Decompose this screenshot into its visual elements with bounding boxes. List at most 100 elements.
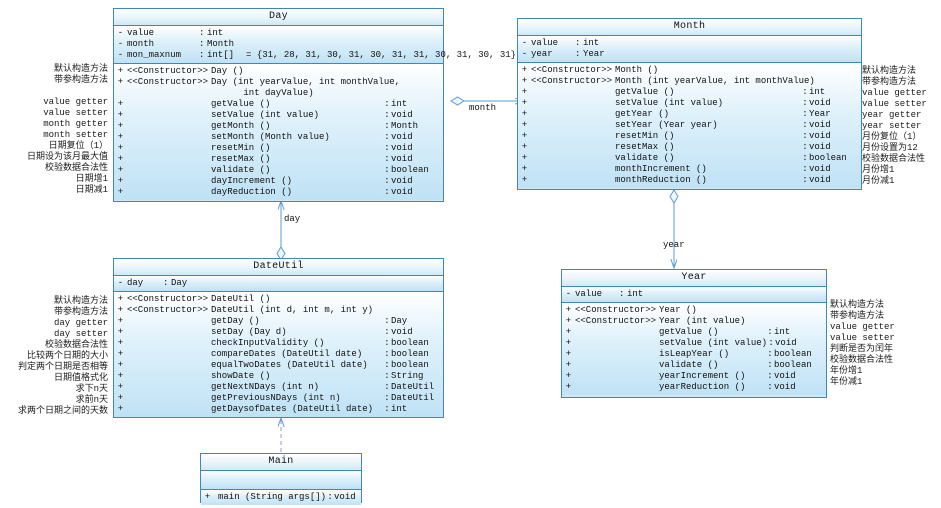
annotation-month-line: 默认构造方法 <box>862 66 917 76</box>
method-row: +setValue (int value):void <box>114 110 443 121</box>
method-signature: setValue (int value) <box>659 338 768 348</box>
method-signature: Day (int yearValue, int monthValue, <box>211 77 401 87</box>
annotation-month-line: 月份增1 <box>862 165 895 175</box>
attribute-visibility: - <box>565 289 572 299</box>
method-signature: getPreviousNDays (int n) <box>211 393 341 403</box>
method-visibility: + <box>117 371 124 381</box>
attribute-colon: : <box>575 38 581 48</box>
method-return-type: int <box>391 99 408 109</box>
method-signature: int dayValue) <box>211 88 314 98</box>
method-colon: : <box>384 187 390 197</box>
method-signature: yearIncrement () <box>659 371 746 381</box>
method-row: int dayValue) <box>114 88 443 99</box>
method-row: +validate ():boolean <box>562 360 826 371</box>
method-visibility: + <box>565 316 572 326</box>
method-signature: DateUtil () <box>211 294 271 304</box>
method-return-type: void <box>809 142 831 152</box>
class-box-month[interactable]: Month -value:int-year:Year +<<Constructo… <box>517 18 862 190</box>
attribute-type: Month <box>207 39 235 49</box>
attribute-row: -value:int <box>562 289 826 300</box>
class-box-day[interactable]: Day -value:int-month:Month-mon_maxnum:in… <box>113 8 516 202</box>
annotation-dateutil-line: 判定两个日期是否相等 <box>17 362 108 372</box>
method-row: +setMonth (Month value):void <box>114 132 443 143</box>
annotation-day-line: 日期设为该月最大值 <box>26 152 108 162</box>
edge-label-day: day <box>284 214 301 224</box>
method-colon: : <box>768 338 774 348</box>
method-row: +monthReduction ():void <box>518 175 861 186</box>
method-signature: monthReduction () <box>615 175 707 185</box>
method-colon: : <box>384 176 390 186</box>
method-visibility: + <box>565 382 572 392</box>
method-return-type: String <box>391 371 424 381</box>
method-row: +<<Constructor>>Month (int yearValue, in… <box>518 76 861 87</box>
method-signature: getYear () <box>615 109 670 119</box>
methods-compartment-year: +<<Constructor>>Year ()+<<Constructor>>Y… <box>562 303 826 395</box>
class-box-dateutil[interactable]: DateUtil -day:Day +<<Constructor>>DateUt… <box>113 258 444 418</box>
method-return-type: boolean <box>391 360 429 370</box>
method-visibility: + <box>117 305 124 315</box>
method-return-type: void <box>391 154 413 164</box>
method-signature: Year (int value) <box>659 316 746 326</box>
annotation-year-line: 年份减1 <box>830 377 863 387</box>
attribute-type: Day <box>171 278 188 288</box>
attribute-row: -value:int <box>114 28 443 39</box>
class-title-main: Main <box>201 454 361 471</box>
attribute-colon: : <box>199 28 205 38</box>
annotation-year-line: value setter <box>830 333 895 343</box>
class-title-dateutil: DateUtil <box>114 259 443 276</box>
attribute-name: value <box>531 38 559 48</box>
attribute-visibility: - <box>117 39 124 49</box>
method-return-type: int <box>774 327 791 337</box>
method-visibility: + <box>117 132 124 142</box>
annotation-year-line: 判断是否为闰年 <box>830 344 894 354</box>
annotation-month-line: 校验数据合法性 <box>862 154 926 164</box>
annotation-month-line: value getter <box>862 88 927 98</box>
method-signature: Day () <box>211 66 244 76</box>
method-visibility: + <box>521 76 528 86</box>
annotation-year-line: 带参构造方法 <box>830 311 885 321</box>
annotation-month-line: year getter <box>862 110 922 120</box>
method-return-type: void <box>391 132 413 142</box>
method-visibility: + <box>521 131 528 141</box>
attribute-colon: : <box>619 289 625 299</box>
annotation-dateutil-line: 默认构造方法 <box>53 296 108 306</box>
attributes-compartment-main <box>201 471 361 490</box>
method-stereotype: <<Constructor>> <box>531 76 613 86</box>
method-signature: getDaysofDates (DateUtil date) <box>211 404 374 414</box>
method-stereotype: <<Constructor>> <box>127 77 209 87</box>
attribute-colon: : <box>199 39 205 49</box>
method-row: +<<Constructor>>Month () <box>518 65 861 76</box>
class-box-year[interactable]: Year -value:int +<<Constructor>>Year ()+… <box>561 269 827 398</box>
method-colon: : <box>384 121 390 131</box>
method-stereotype: <<Constructor>> <box>575 316 657 326</box>
method-row: +getDay ():Day <box>114 316 443 327</box>
method-return-type: void <box>809 131 831 141</box>
class-box-main[interactable]: Main +main (String args[]):void <box>200 453 362 505</box>
method-row: +checkInputValidity ():boolean <box>114 338 443 349</box>
method-row: +showDate ():String <box>114 371 443 382</box>
method-colon: : <box>384 382 390 392</box>
method-signature: resetMin () <box>211 143 271 153</box>
method-signature: setValue (int value) <box>615 98 724 108</box>
attribute-colon: : <box>199 50 205 60</box>
method-return-type: boolean <box>774 360 812 370</box>
attribute-visibility: - <box>117 50 124 60</box>
method-stereotype: <<Constructor>> <box>127 294 209 304</box>
method-visibility: + <box>117 349 124 359</box>
method-stereotype: <<Constructor>> <box>127 66 209 76</box>
attribute-type: int[] <box>207 50 235 60</box>
method-colon: : <box>384 99 390 109</box>
annotation-year-line: value getter <box>830 322 895 332</box>
method-visibility: + <box>117 77 124 87</box>
method-row: +validate ():boolean <box>114 165 443 176</box>
method-colon: : <box>802 131 808 141</box>
attribute-initializer: = {31, 28, 31, 30, 31, 30, 31, 31, 30, 3… <box>246 50 517 60</box>
attribute-row: -mon_maxnum:int[]= {31, 28, 31, 30, 31, … <box>114 50 516 61</box>
method-row: +getMonth ():Month <box>114 121 443 132</box>
annotation-year-line: 默认构造方法 <box>830 300 885 310</box>
method-visibility: + <box>117 338 124 348</box>
method-row: +<<Constructor>>DateUtil (int d, int m, … <box>114 305 443 316</box>
method-visibility: + <box>565 327 572 337</box>
